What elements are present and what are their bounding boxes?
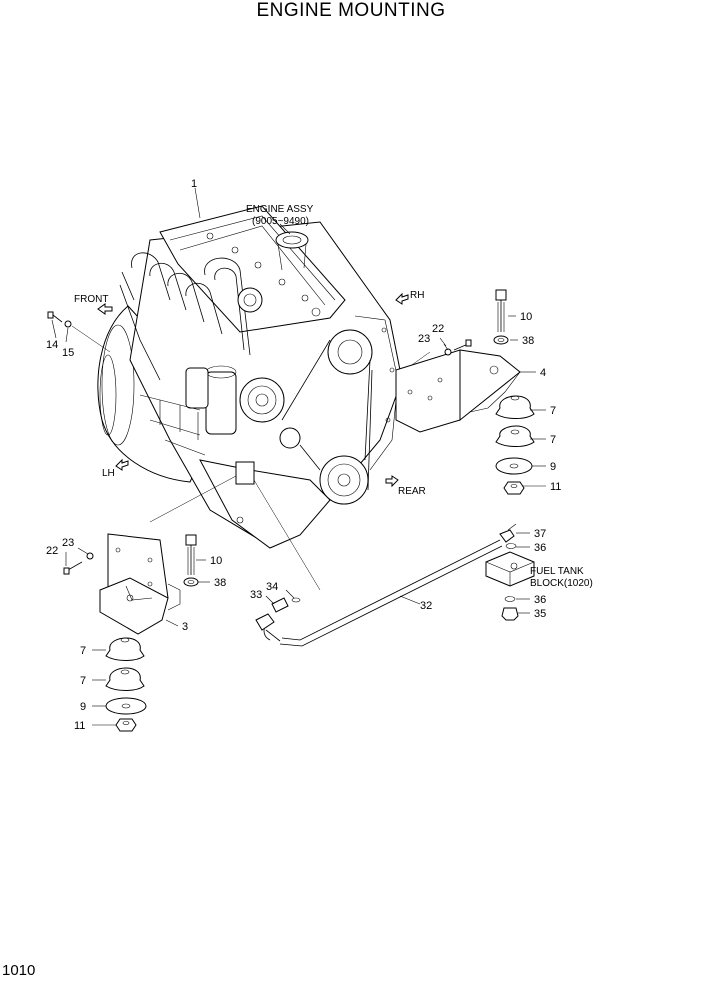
o-ring-36-upper: [505, 543, 517, 549]
callout-3: 3: [182, 621, 188, 633]
page-title: ENGINE MOUNTING: [256, 0, 446, 21]
front-arrow-icon: [97, 303, 113, 315]
o-ring-36-lower: [504, 596, 516, 602]
callout-22-lh: 22: [46, 545, 58, 557]
callout-14: 14: [46, 339, 58, 351]
callout-7-rh-lower: 7: [550, 434, 556, 446]
callout-36-lower: 36: [534, 594, 546, 606]
lh-nut-11: [115, 718, 137, 732]
rh-plate-9: [495, 457, 533, 475]
callout-15: 15: [62, 347, 74, 359]
callout-7-lh-lower: 7: [80, 675, 86, 687]
callout-23-lh: 23: [62, 537, 74, 549]
o-ring-34: [291, 597, 301, 603]
callout-10-rh: 10: [520, 311, 532, 323]
fuel-hose-32: [263, 539, 503, 647]
fuel-block-note: BLOCK(1020): [530, 578, 593, 589]
callout-37: 37: [534, 528, 546, 540]
callout-32: 32: [420, 600, 432, 612]
callout-11-lh: 11: [74, 720, 85, 732]
engine-assy-range: (9005~9490): [252, 216, 309, 227]
bolt-14-washer-15: [47, 311, 72, 328]
fuel-tank-block: [485, 551, 535, 587]
fitting-33-ell: [255, 613, 275, 631]
lh-bolt-washer-22-23: [63, 552, 94, 575]
fuel-tank-note: FUEL TANK: [530, 566, 584, 577]
callout-35: 35: [534, 608, 546, 620]
callout-11-rh: 11: [550, 481, 561, 493]
rh-nut-11: [503, 481, 525, 495]
callout-7-lh-upper: 7: [80, 645, 86, 657]
direction-rh: RH: [410, 290, 424, 301]
rh-mount-bracket: [395, 349, 521, 433]
rh-isolator-7-upper: [495, 395, 535, 419]
callout-1: 1: [191, 178, 197, 190]
direction-front: FRONT: [74, 294, 108, 305]
callout-34: 34: [266, 581, 278, 593]
rh-washer-38: [493, 335, 509, 345]
rear-arrow-icon: [385, 475, 399, 488]
callout-10-lh: 10: [210, 555, 222, 567]
plug-35: [501, 607, 519, 621]
lh-mount-bracket: [99, 533, 181, 635]
direction-lh: LH: [102, 468, 115, 479]
callout-4: 4: [540, 367, 546, 379]
callout-23-rh: 23: [418, 333, 430, 345]
rh-isolator-7-lower: [495, 425, 535, 447]
callout-38-rh: 38: [522, 335, 534, 347]
lh-plate-9: [105, 697, 147, 715]
callout-7-rh-upper: 7: [550, 405, 556, 417]
fitting-37: [499, 523, 517, 543]
lh-isolator-7-lower: [105, 667, 145, 691]
fitting-33: [271, 597, 289, 613]
engine-assembly: [97, 205, 403, 549]
page-number: 1010: [2, 962, 36, 979]
callout-22-rh: 22: [432, 323, 444, 335]
rh-bolt-washer-22-23: [444, 339, 472, 356]
callout-9-rh: 9: [550, 461, 556, 473]
lh-arrow-icon: [115, 458, 129, 471]
callout-9-lh: 9: [80, 701, 86, 713]
rh-bolt-10: [495, 289, 507, 332]
direction-rear: REAR: [398, 486, 426, 497]
callout-38-lh: 38: [214, 577, 226, 589]
lh-washer-38: [183, 577, 199, 587]
callout-leaders: [51, 187, 546, 726]
lh-bolt-10: [185, 534, 197, 575]
engine-assy-note: ENGINE ASSY: [246, 204, 314, 215]
rh-arrow-icon: [395, 292, 409, 305]
callout-33: 33: [250, 589, 262, 601]
lh-isolator-7-upper: [105, 637, 145, 661]
callout-36-upper: 36: [534, 542, 546, 554]
